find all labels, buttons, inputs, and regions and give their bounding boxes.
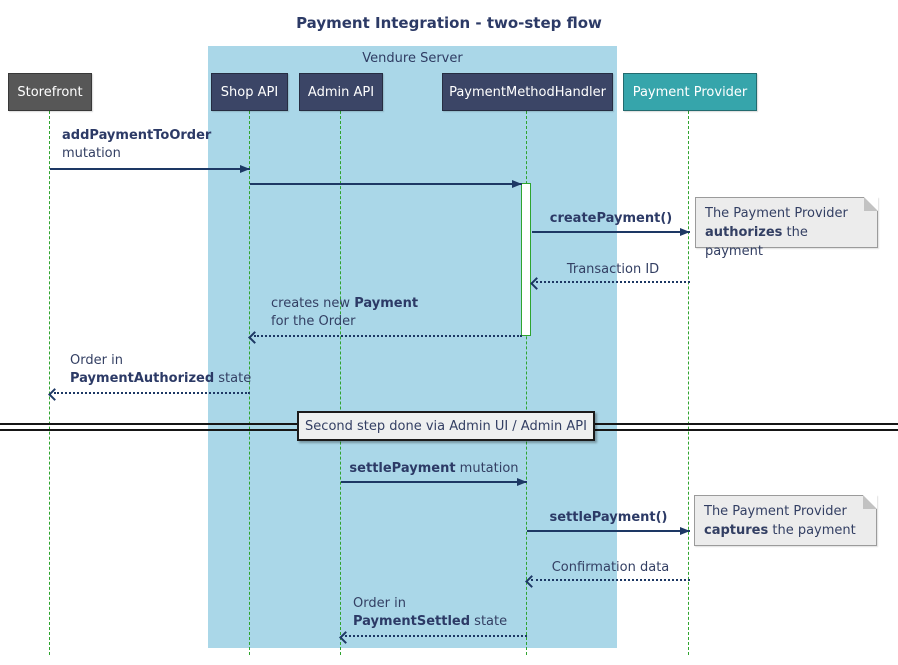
participant-admin-api-label: Admin API [307, 84, 375, 100]
note-fold-icon [864, 197, 878, 211]
message-label-payment-authorized: Order in PaymentAuthorized state [70, 353, 252, 386]
participant-storefront-label: Storefront [17, 84, 83, 100]
lifeline-storefront [49, 111, 50, 655]
note-authorizes: The Payment Provider authorizes the paym… [695, 197, 878, 259]
participant-payment-method-handler-label: PaymentMethodHandler [449, 84, 606, 100]
message-arrow [531, 579, 690, 581]
message-label-payment-settled: Order in PaymentSettled state [353, 596, 508, 629]
arrowhead-icon [48, 388, 61, 401]
message-label-settle-payment-mutation: settlePayment mutation [349, 461, 519, 476]
lifeline-shop-api [249, 111, 250, 655]
message-label-settle-payment-call: settlePayment() [549, 510, 668, 525]
lifeline-payment-provider [688, 111, 689, 655]
participant-admin-api: Admin API [299, 73, 383, 111]
divider-label: Second step done via Admin UI / Admin AP… [305, 418, 587, 434]
message-label-confirmation-data: Confirmation data [551, 560, 670, 575]
vendure-server-label: Vendure Server [362, 51, 463, 66]
message-arrow [536, 281, 690, 283]
arrowhead-icon [680, 527, 690, 535]
message-arrow [250, 183, 522, 185]
arrowhead-icon [240, 165, 250, 173]
participant-shop-api-label: Shop API [220, 84, 279, 100]
divider-box: Second step done via Admin UI / Admin AP… [297, 411, 595, 441]
participant-payment-method-handler: PaymentMethodHandler [442, 73, 613, 111]
participant-payment-provider-label: Payment Provider [632, 84, 748, 100]
message-label-transaction-id: Transaction ID [566, 262, 660, 277]
arrowhead-icon [512, 180, 522, 188]
activation-bar [521, 183, 531, 336]
message-arrow [345, 635, 527, 637]
diagram-title: Payment Integration - two-step flow [296, 14, 602, 32]
participant-payment-provider: Payment Provider [623, 73, 757, 111]
note-captures: The Payment Provider captures the paymen… [694, 495, 877, 546]
message-arrow [341, 481, 527, 483]
note-fold-icon [863, 495, 877, 509]
participant-storefront: Storefront [8, 73, 92, 111]
message-label-add-payment: addPaymentToOrder mutation [62, 128, 212, 161]
message-arrow [527, 530, 690, 532]
participant-shop-api: Shop API [211, 73, 288, 111]
message-label-creates-payment: creates new Payment for the Order [271, 296, 419, 329]
lifeline-admin-api [340, 111, 341, 655]
message-arrow [254, 335, 522, 337]
arrowhead-icon [517, 478, 527, 486]
message-label-create-payment: createPayment() [549, 211, 673, 226]
vendure-server-box [208, 46, 617, 648]
arrowhead-icon [680, 228, 690, 236]
message-arrow [50, 168, 250, 170]
lifeline-payment-method-handler [526, 111, 527, 655]
message-arrow [54, 392, 250, 394]
message-arrow [532, 231, 690, 233]
